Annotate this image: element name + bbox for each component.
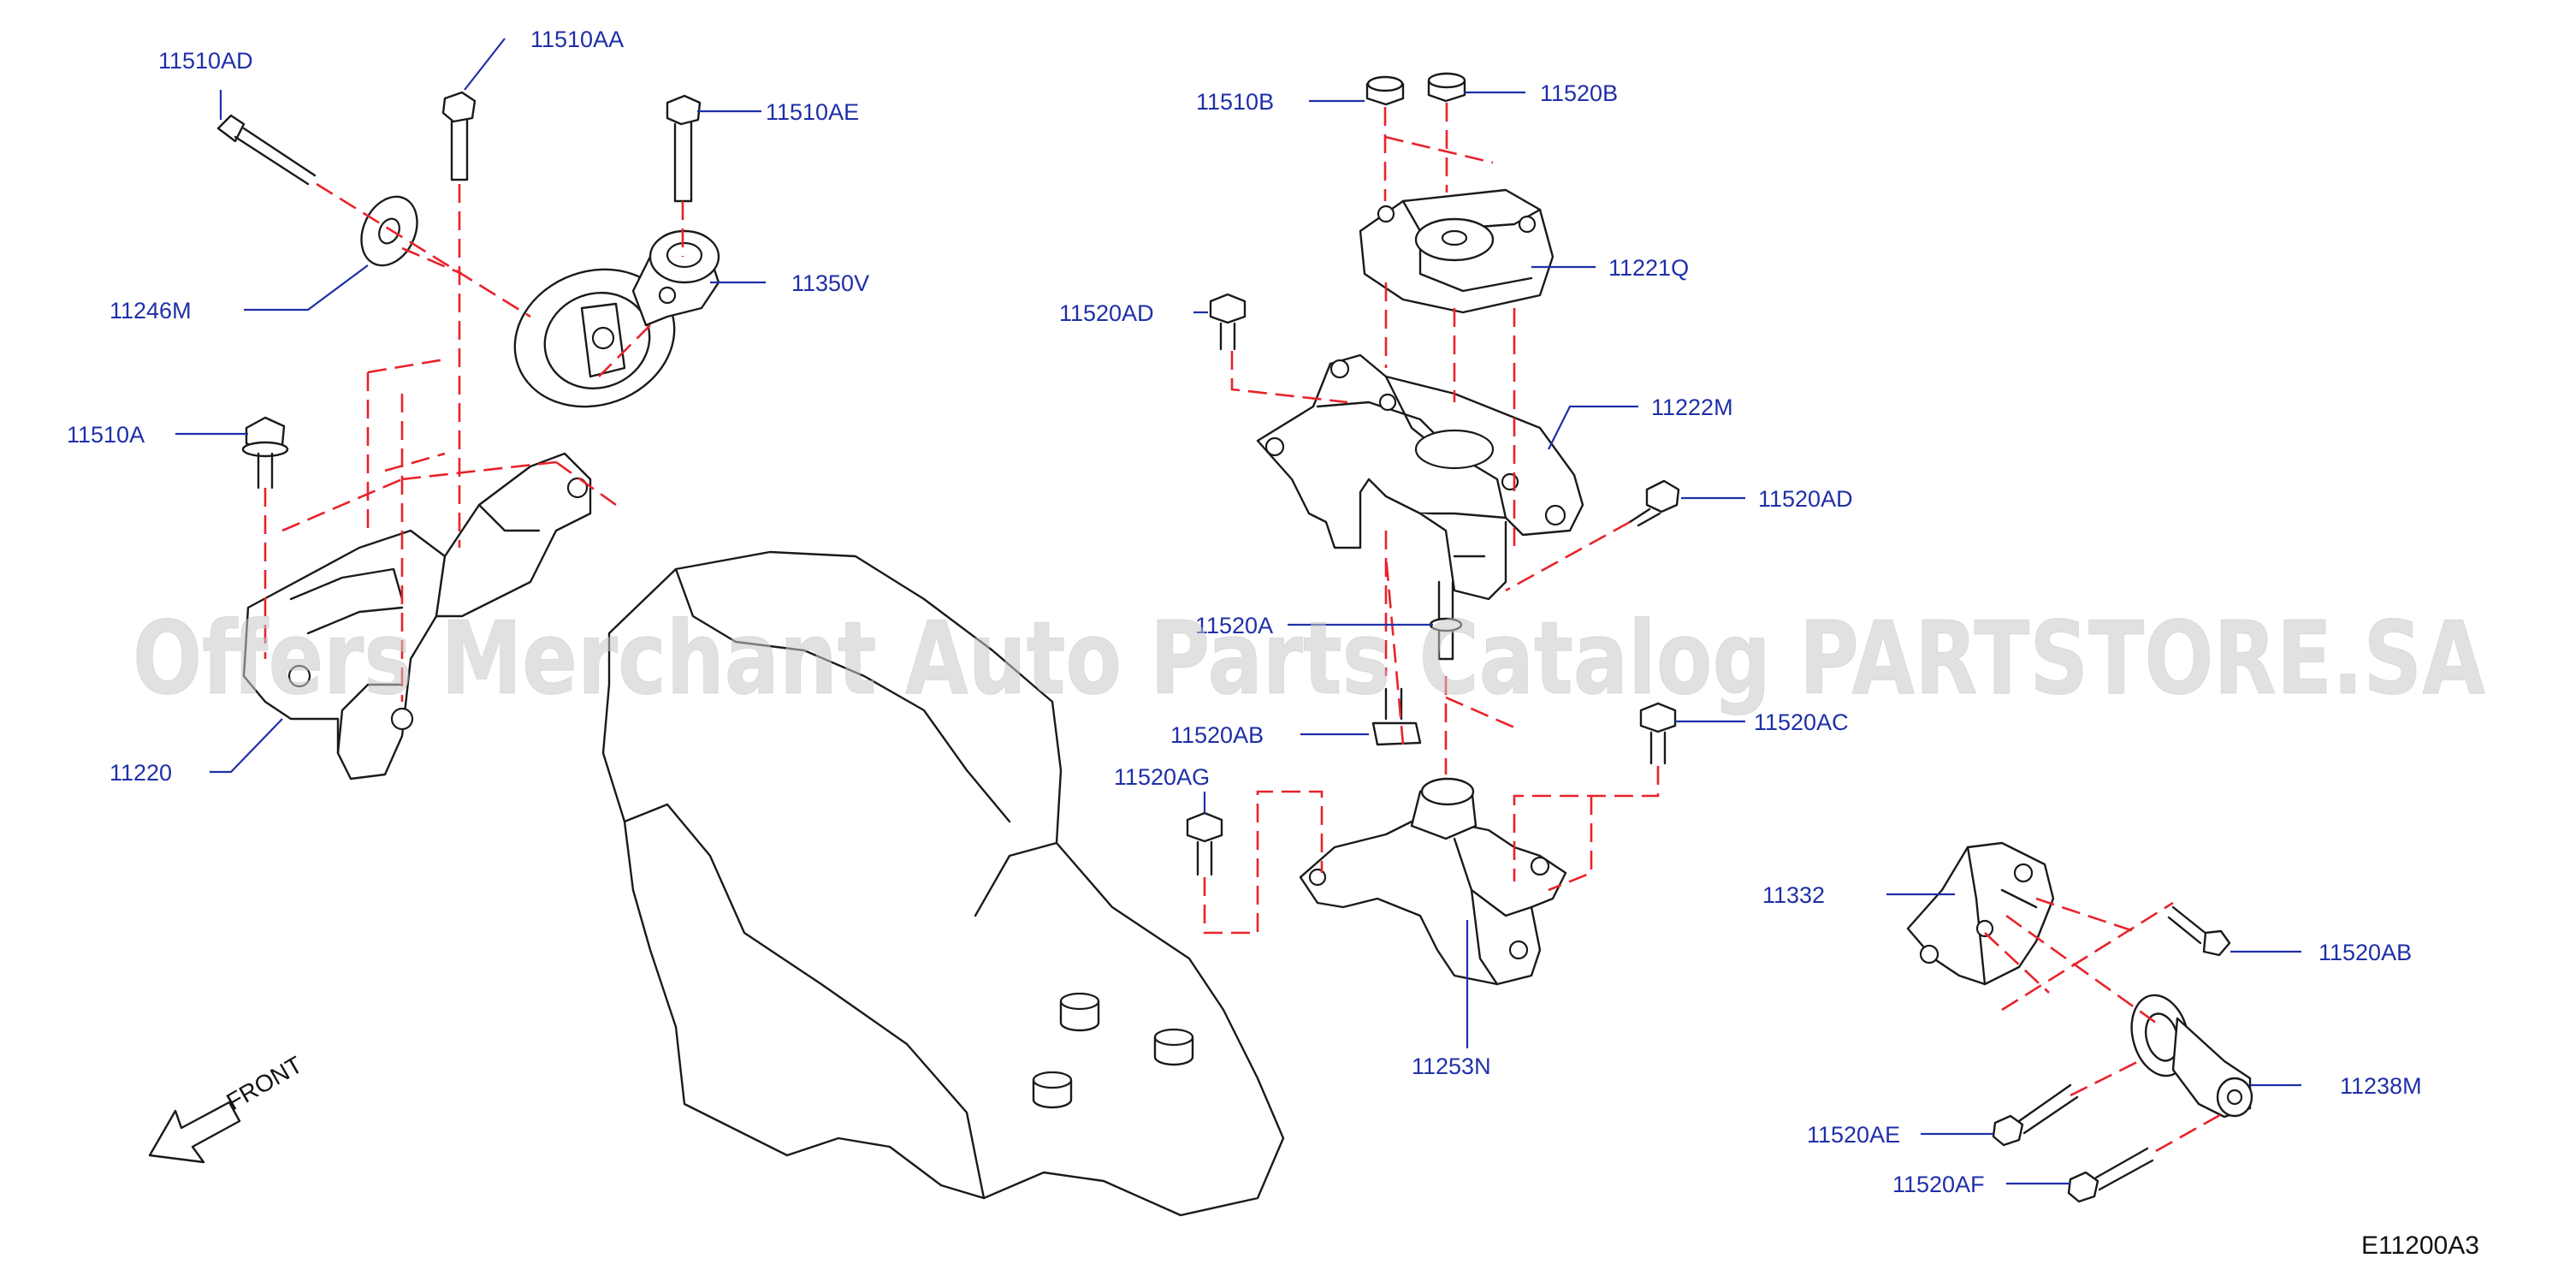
nut-11510b — [1365, 75, 1405, 106]
diagram-code: E11200A3 — [2361, 1231, 2479, 1260]
bolt-11520af — [2067, 1147, 2154, 1203]
bolt-11520ac — [1639, 702, 1677, 765]
callout-11332: 11332 — [1762, 882, 1825, 908]
callout-11520af: 11520AF — [1892, 1172, 1985, 1197]
insulator-11221q — [1359, 188, 1554, 314]
mount-bracket-11222m — [1256, 353, 1584, 601]
bracket-11332 — [1906, 841, 2055, 986]
callout-11520ag: 11520AG — [1114, 764, 1210, 790]
torque-rod-11350v — [513, 229, 720, 408]
watermark: Offers Merchant Auto Parts Catalog PARTS… — [133, 599, 2485, 717]
callout-11222m: 11222M — [1651, 395, 1733, 420]
front-label: FRONT — [222, 1051, 307, 1115]
engine-block — [601, 550, 1285, 1217]
torque-rod-11238m — [2130, 994, 2253, 1119]
bolt-11520ad-side — [1628, 479, 1680, 527]
callout-11520a: 11520A — [1195, 613, 1273, 638]
callout-11520b: 11520B — [1540, 80, 1618, 106]
bolt-11510aa — [441, 91, 477, 181]
callout-11246m: 11246M — [110, 298, 192, 323]
callout-11238m: 11238M — [2340, 1073, 2422, 1099]
bolt-11510a — [241, 416, 289, 490]
front-direction-arrow: FRONT — [148, 1051, 307, 1164]
bolt-11510ad — [216, 114, 317, 186]
bolt-11520ab-center — [1371, 687, 1422, 746]
callout-11520ac: 11520AC — [1754, 709, 1849, 735]
bolt-11520ae-right — [1992, 1083, 2079, 1147]
callout-11520ad-side: 11520AD — [1758, 486, 1853, 512]
callout-11510ad: 11510AD — [158, 48, 253, 74]
bolt-11510ae — [666, 94, 702, 203]
callout-11510a: 11510A — [67, 422, 145, 448]
callout-11520ad-top: 11520AD — [1059, 300, 1154, 326]
callout-11350v: 11350V — [791, 270, 869, 296]
callout-11520ab-right: 11520AB — [2318, 940, 2412, 965]
mount-bracket-11253n — [1299, 777, 1567, 986]
bolt-11520ad-top — [1209, 293, 1247, 351]
callout-11220: 11220 — [110, 760, 172, 786]
callout-leaders — [175, 38, 2301, 1185]
washer-11246m — [360, 195, 418, 267]
nut-11520b — [1427, 72, 1466, 103]
callout-11520ab-center: 11520AB — [1170, 722, 1264, 748]
callout-11510ae: 11510AE — [766, 99, 859, 125]
bolt-11520ag — [1186, 811, 1223, 876]
engine-mount-bracket-11220 — [242, 452, 592, 780]
assembly-guide-lines — [264, 103, 2225, 1153]
bolt-11520ab-right — [2167, 905, 2231, 957]
callout-11221q: 11221Q — [1608, 255, 1689, 281]
callout-labels: 11510AD 11510AA 11510AE 11246M 11350V 11… — [67, 27, 2422, 1197]
callout-11520ae-right: 11520AE — [1807, 1122, 1900, 1148]
callout-11510b: 11510B — [1196, 89, 1274, 115]
callout-11510aa: 11510AA — [530, 27, 624, 52]
callout-11253n: 11253N — [1412, 1053, 1491, 1079]
